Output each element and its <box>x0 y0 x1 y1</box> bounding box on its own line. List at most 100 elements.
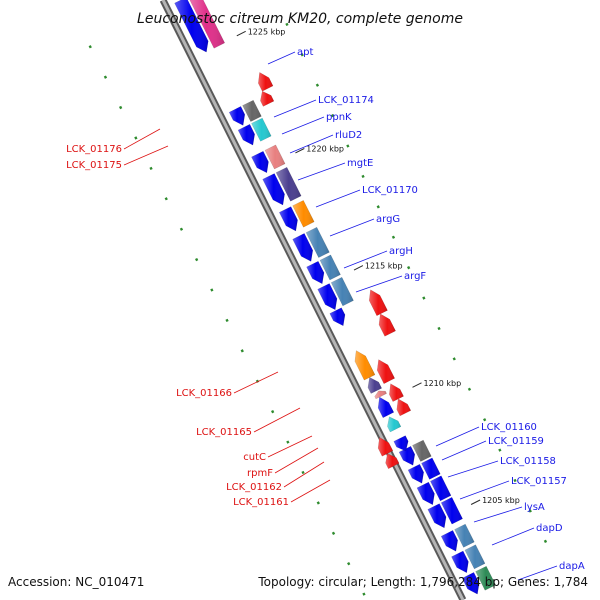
leader-lck-01157 <box>459 480 510 500</box>
kbp-tick <box>353 265 364 271</box>
leader-lck-01174 <box>273 99 317 118</box>
label-argh[interactable]: argH <box>389 246 413 257</box>
kbp-tick <box>236 30 246 37</box>
gene-rlud2-arrow-shine <box>251 151 269 173</box>
leader-lck-01170 <box>315 189 361 208</box>
gene-apt-arrow-shine <box>174 0 209 53</box>
gene-lck-01157-arrow-shine <box>427 503 447 528</box>
label-lck-01174[interactable]: LCK_01174 <box>318 95 374 106</box>
gene-lck-01165-arrow-shine <box>354 350 375 381</box>
label-lck-01166[interactable]: LCK_01166 <box>176 388 232 399</box>
gene-argh-arrow-shine <box>306 261 324 284</box>
leader-argf <box>355 275 403 293</box>
gene-apt-box-shine <box>189 0 225 49</box>
gene-rlud2-box-shine <box>265 144 286 169</box>
label-rpmf[interactable]: rpmF <box>247 468 273 479</box>
label-lck-01165[interactable]: LCK_01165 <box>196 427 252 438</box>
tick-dot <box>543 539 548 544</box>
tick-dot <box>119 105 123 110</box>
label-lck-01160[interactable]: LCK_01160 <box>481 422 537 433</box>
tick-dot <box>179 227 184 231</box>
tick-dot <box>286 440 290 444</box>
leader-apt <box>267 51 296 65</box>
tick-dot <box>285 22 289 27</box>
tick-dot <box>528 509 532 513</box>
gene-lck-01174-box-shine <box>242 100 262 122</box>
tick-dot <box>391 235 396 239</box>
label-dapa[interactable]: dapA <box>559 561 585 572</box>
label-lck-01170[interactable]: LCK_01170 <box>362 185 418 196</box>
leader-lck-01165 <box>253 407 301 433</box>
tick-dot <box>437 326 441 331</box>
label-lck-01159[interactable]: LCK_01159 <box>488 436 544 447</box>
label-rlud2[interactable]: rluD2 <box>335 130 362 141</box>
leader-cutc <box>267 435 313 458</box>
leader-lck-01161 <box>290 479 331 503</box>
label-cutc[interactable]: cutC <box>243 452 266 463</box>
kbp-label: 1225 kbp <box>248 27 286 36</box>
label-ppnk[interactable]: ppnK <box>326 112 352 123</box>
gene-mgte-box-shine <box>276 167 302 202</box>
label-lck-01175[interactable]: LCK_01175 <box>66 160 122 171</box>
leader-rlud2 <box>289 134 334 154</box>
gene-lysa-box-shine <box>454 524 475 548</box>
gene-rpmf-arrow-shine <box>374 390 387 399</box>
tick-dot <box>498 448 502 452</box>
leader-lck-01166 <box>233 371 279 394</box>
gene-lck-01170-box-shine <box>292 200 315 228</box>
gene-dapd-arrow-shine <box>451 551 469 573</box>
label-apt[interactable]: apt <box>297 47 313 58</box>
label-lck-01157[interactable]: LCK_01157 <box>511 476 567 487</box>
tick-dot <box>513 478 517 483</box>
tick-dot <box>315 83 320 87</box>
gene-mgte-arrow-shine <box>262 173 285 205</box>
tick-dot <box>134 136 138 140</box>
tick-dot <box>149 166 153 171</box>
tick-dot <box>271 409 275 414</box>
kbp-tick <box>412 382 422 388</box>
tick-dot <box>361 174 365 179</box>
tick-dot <box>346 144 350 148</box>
tick-dot <box>300 53 304 57</box>
label-mgte[interactable]: mgtE <box>347 158 373 169</box>
label-lck-01158[interactable]: LCK_01158 <box>500 456 556 467</box>
reverse-orf-0-shine <box>379 313 396 337</box>
gene-cutc-arrow-shine <box>367 377 382 394</box>
gene-lck-01159-box-shine <box>421 457 441 480</box>
gene-lck-01160-box-shine <box>412 440 432 462</box>
reverse-orf-1-shine <box>377 359 395 384</box>
label-lck-01176[interactable]: LCK_01176 <box>66 144 122 155</box>
gene-lck-01157-box-shine <box>441 497 463 525</box>
leader-lysa <box>473 506 523 523</box>
forward-orf-1-shine <box>393 435 409 451</box>
leader-argh <box>343 250 388 269</box>
label-lysa[interactable]: lysA <box>524 502 545 513</box>
gene-lck-01160-arrow-shine <box>399 446 415 466</box>
tick-dot <box>225 318 229 323</box>
leader-lck-01162 <box>283 461 325 488</box>
gene-lysa-arrow-shine <box>441 530 458 552</box>
tick-dot <box>164 197 168 201</box>
kbp-label: 1215 kbp <box>365 262 403 271</box>
label-leader-lines <box>123 51 558 581</box>
reverse-orf-4-shine <box>378 437 393 457</box>
label-argg[interactable]: argG <box>376 214 400 225</box>
leader-ppnk <box>281 116 325 135</box>
tick-dots <box>88 22 548 596</box>
kbp-tick <box>295 148 305 154</box>
label-lck-01162[interactable]: LCK_01162 <box>226 482 282 493</box>
leader-lck-01159 <box>441 440 487 461</box>
tick-dot <box>452 357 456 361</box>
tick-dot <box>362 592 366 596</box>
accession-text: Accession: NC_010471 <box>8 575 144 589</box>
tick-dot <box>210 288 214 292</box>
tick-dot <box>103 75 108 79</box>
label-argf[interactable]: argF <box>404 271 426 282</box>
tick-dot <box>301 470 305 475</box>
gene-argh-box-shine <box>320 254 341 280</box>
label-dapd[interactable]: dapD <box>536 523 563 534</box>
reverse-orf-2-shine <box>389 383 404 402</box>
leader-lck-01175 <box>123 145 169 166</box>
label-lck-01161[interactable]: LCK_01161 <box>233 497 289 508</box>
